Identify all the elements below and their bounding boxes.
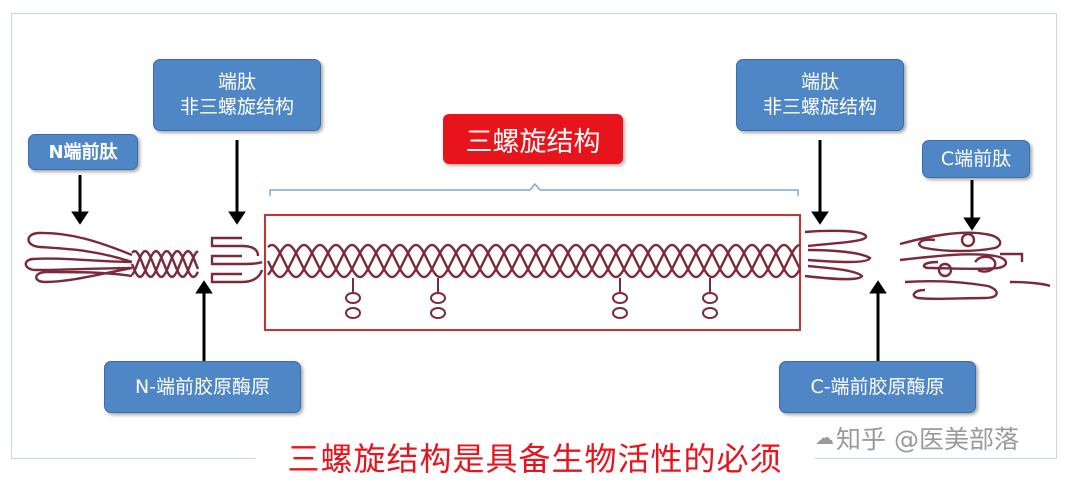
n-procollagen-label: N-端前胶原酶原: [104, 361, 301, 413]
n-propeptide-strands: [24, 231, 133, 284]
helix-strand-3: [267, 243, 801, 279]
c-propeptide-label: C端前肽: [922, 140, 1030, 178]
brace: [269, 182, 799, 196]
c-telopeptide-label: 端肽 非三螺旋结构: [736, 59, 904, 131]
n-propeptide-label: N端前肽: [28, 134, 138, 170]
c-propeptide-strands: [899, 231, 1051, 301]
pendant-ring-1-1: [345, 292, 361, 304]
n-twist-strands: [130, 249, 200, 279]
pendant-ring-2-1: [430, 292, 446, 304]
c-telopeptide-strands: [804, 229, 872, 281]
n-twist-strand-1: [130, 249, 200, 279]
pendant-ring-3-1: [612, 292, 628, 304]
pendant-ring-4-1: [702, 292, 718, 304]
c-procollagen-label: C-端前胶原酶原: [779, 361, 976, 413]
helix-strand-1: [266, 243, 802, 279]
chat-bubble-icon: ☁: [815, 427, 834, 449]
pendant-ring-2-2: [430, 307, 446, 319]
pendant-ring-3-2: [612, 307, 628, 319]
pendant-ring-4-2: [702, 307, 718, 319]
n-telopeptide-strands: [210, 236, 264, 284]
watermark-text: 知乎 @医美部落: [836, 425, 1019, 454]
bottom-caption: 三螺旋结构是具备生物活性的必须: [255, 434, 815, 480]
triple-helix-box: [264, 214, 801, 331]
arrows: [71, 140, 981, 362]
pendant-ring-1-2: [345, 307, 361, 319]
triple-helix-strands: [266, 243, 802, 279]
watermark: ☁ 知乎 @医美部落: [815, 420, 1060, 456]
side-chain-pendants: [345, 278, 718, 319]
n-telopeptide-label: 端肽 非三螺旋结构: [153, 59, 321, 131]
triple-helix-title: 三螺旋结构: [443, 114, 623, 164]
helix-strand-2: [267, 243, 802, 279]
n-twist-strand-3: [131, 249, 199, 279]
n-twist-strand-2: [130, 249, 200, 279]
